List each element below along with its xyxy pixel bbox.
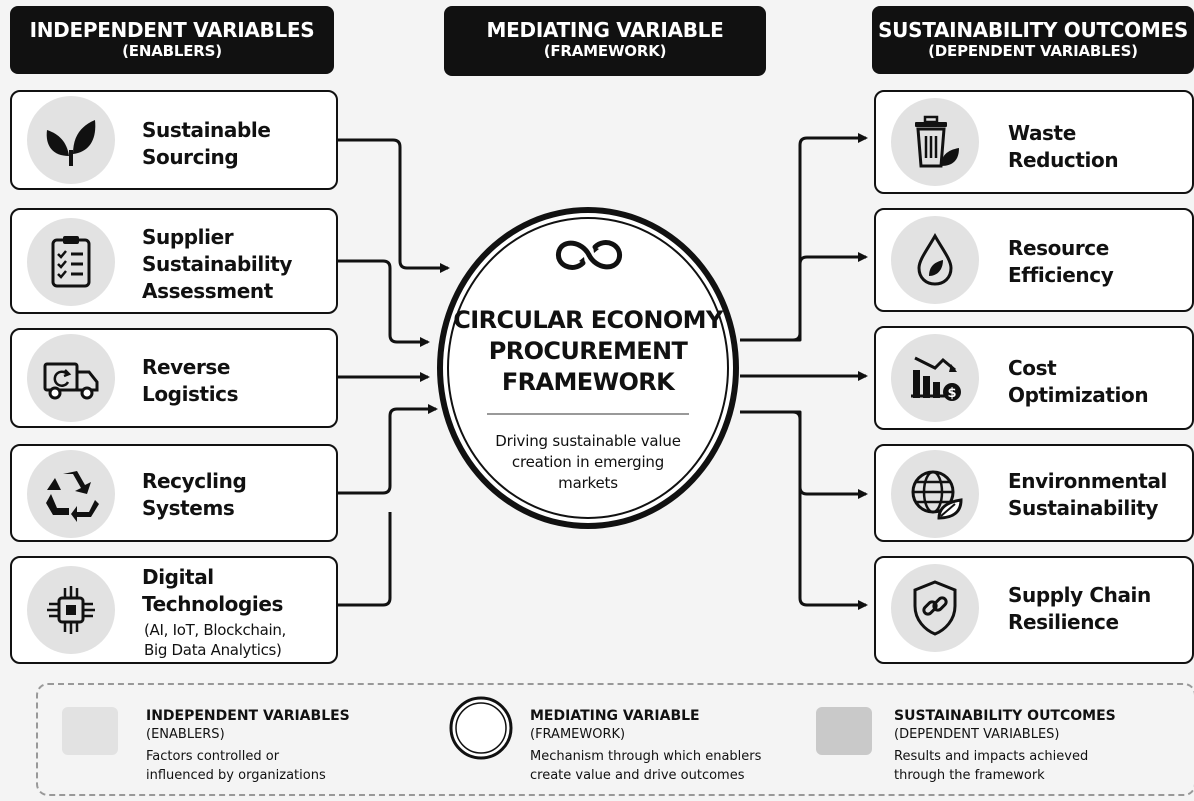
recycle-icon [46,471,99,522]
trash-bin-leaf-icon [915,115,959,168]
icon-badge [891,216,979,304]
arrow-sourcing [338,138,450,273]
enabler-label: Digital Technologies [142,565,284,616]
arrow-recycling [338,404,438,495]
outcome-card-cost-optimization: $ Cost Optimization [874,326,1194,430]
chip-icon [47,586,95,634]
water-drop-leaf-icon [917,232,953,286]
icon-badge [27,218,115,306]
icon-badge [891,564,979,652]
icon-badge: $ [891,334,979,422]
legend: INDEPENDENT VARIABLES (ENABLERS) Factors… [36,683,1194,796]
divider [487,413,689,415]
legend-desc-independent: Factors controlled or influenced by orga… [146,749,326,783]
header-independent-variables: INDEPENDENT VARIABLES (ENABLERS) [10,6,334,74]
header-subtitle: (DEPENDENT VARIABLES) [928,42,1138,60]
header-title: MEDIATING VARIABLE [486,18,724,42]
enabler-label: Recycling Systems [142,469,247,520]
icon-badge [27,96,115,184]
legend-swatch-outcomes [816,707,872,755]
outcome-card-supply-chain-resilience: Supply Chain Resilience [874,556,1194,664]
outcome-card-environmental-sustainability: Environmental Sustainability [874,444,1194,542]
arrow-environmental [740,410,868,499]
truck-icon [43,362,99,400]
globe-leaf-icon [911,470,963,520]
arrow-resource [740,252,868,342]
enabler-card-reverse-logistics: Reverse Logistics [10,328,338,428]
legend-subtitle-outcomes: (DEPENDENT VARIABLES) [894,727,1060,742]
legend-title-mediating: MEDIATING VARIABLE [530,708,700,724]
enabler-card-sustainable-sourcing: Sustainable Sourcing [10,90,338,190]
icon-badge [27,566,115,654]
clipboard-checklist-icon [51,236,91,288]
outcome-card-waste-reduction: Waste Reduction [874,90,1194,194]
enabler-label: Sustainable Sourcing [142,118,271,169]
outcome-label: Environmental Sustainability [1008,469,1167,520]
enabler-card-recycling-systems: Recycling Systems [10,444,338,542]
shield-link-icon [913,580,957,636]
outcome-label: Supply Chain Resilience [1008,583,1151,634]
header-mediating-variable: MEDIATING VARIABLE (FRAMEWORK) [444,6,766,76]
enabler-sublabel: (AI, IoT, Blockchain, Big Data Analytics… [144,621,287,659]
legend-swatch-independent [62,707,118,755]
header-subtitle: (FRAMEWORK) [543,42,667,60]
enabler-label: Supplier Sustainability Assessment [142,225,293,303]
bar-chart-dollar-icon: $ [911,356,961,401]
line-digital [338,512,392,607]
outcome-card-resource-efficiency: Resource Efficiency [874,208,1194,312]
legend-subtitle-mediating: (FRAMEWORK) [530,727,626,742]
framework-hub: CIRCULAR ECONOMY PROCUREMENT FRAMEWORK D… [437,207,739,529]
infinity-loop-icon [555,240,623,270]
header-subtitle: (ENABLERS) [122,42,222,60]
legend-desc-mediating: Mechanism through which enablers create … [530,749,762,783]
header-sustainability-outcomes: SUSTAINABILITY OUTCOMES (DEPENDENT VARIA… [872,6,1194,74]
arrow-waste [740,133,868,342]
header-title: SUSTAINABILITY OUTCOMES [878,18,1188,42]
enabler-card-digital-technologies: Digital Technologies (AI, IoT, Blockchai… [10,556,338,664]
enabler-card-supplier-assessment: Supplier Sustainability Assessment [10,208,338,314]
outcome-label: Waste Reduction [1008,121,1119,172]
legend-desc-outcomes: Results and impacts achieved through the… [894,749,1089,783]
header-title: INDEPENDENT VARIABLES [29,18,315,42]
legend-title-independent: INDEPENDENT VARIABLES [146,708,350,724]
icon-badge [27,334,115,422]
legend-ring-mediating [449,696,513,760]
outcome-label: Cost Optimization [1008,356,1149,407]
framework-subtitle: Driving sustainable value creation in em… [495,432,681,492]
leaf-icon [46,120,96,166]
arrow-resilience [740,410,868,610]
framework-title: CIRCULAR ECONOMY PROCUREMENT FRAMEWORK [453,306,723,396]
icon-badge [891,450,979,538]
icon-badge [891,98,979,186]
enabler-label: Reverse Logistics [142,355,239,406]
legend-title-outcomes: SUSTAINABILITY OUTCOMES [894,708,1116,724]
outcome-label: Resource Efficiency [1008,236,1114,287]
arrow-assessment [338,259,430,347]
svg-text:$: $ [947,386,956,401]
legend-subtitle-independent: (ENABLERS) [146,727,225,742]
icon-badge [27,450,115,538]
